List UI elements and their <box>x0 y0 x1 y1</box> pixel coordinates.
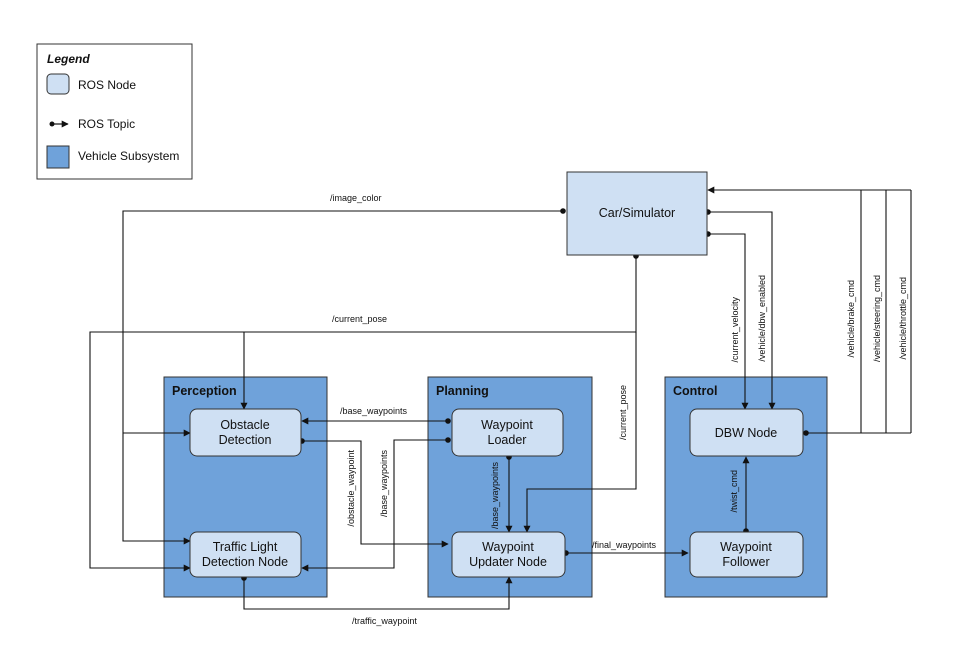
node-obstacle-detection-box <box>189 408 302 457</box>
label-steering-cmd: /vehicle/steering_cmd <box>872 275 882 362</box>
wire-traffic-waypoint <box>243 576 513 610</box>
subsystem-planning-title: Planning <box>436 384 489 398</box>
node-obstacle-detection-line2: Detection <box>219 433 272 447</box>
legend-node-swatch <box>46 73 70 95</box>
node-waypoint-loader-line1: Waypoint <box>481 418 533 432</box>
node-waypoint-updater: Waypoint Updater Node <box>451 531 566 578</box>
label-current-pose-top: /current_pose <box>332 314 387 324</box>
node-waypoint-loader-box <box>451 408 564 457</box>
legend-node-label: ROS Node <box>78 78 136 92</box>
label-base-waypoints-v2: /base_waypoints <box>490 462 500 530</box>
node-waypoint-follower-line2: Follower <box>722 555 769 569</box>
node-obstacle-detection: Obstacle Detection <box>189 408 302 457</box>
subsystem-perception-title: Perception <box>172 384 237 398</box>
node-car-simulator-label: Car/Simulator <box>599 206 675 220</box>
node-waypoint-loader: Waypoint Loader <box>451 408 564 457</box>
label-current-velocity: /current_velocity <box>730 297 740 363</box>
node-traffic-light-box <box>189 531 302 578</box>
legend-subsystem-label: Vehicle Subsystem <box>78 149 179 163</box>
node-car-simulator: Car/Simulator <box>566 171 708 256</box>
label-brake-cmd: /vehicle/brake_cmd <box>846 280 856 358</box>
label-current-pose-vertical: /current_pose <box>618 385 628 440</box>
node-waypoint-loader-line2: Loader <box>488 433 527 447</box>
wire-base-waypoints-traffic-source <box>445 437 451 443</box>
node-waypoint-follower-box <box>689 531 804 578</box>
node-waypoint-follower: Waypoint Follower <box>689 531 804 578</box>
label-twist-cmd: /twist_cmd <box>729 470 739 513</box>
legend-topic-arrow <box>49 120 69 128</box>
wire-current-pose <box>89 256 637 572</box>
label-image-color: /image_color <box>330 193 382 203</box>
node-waypoint-updater-line1: Waypoint <box>482 540 534 554</box>
label-base-waypoints-h: /base_waypoints <box>340 406 408 416</box>
topic-labels: /image_color /current_pose /base_waypoin… <box>330 193 908 626</box>
legend: Legend ROS Node ROS Topic Vehicle Subsys… <box>36 43 193 180</box>
legend-title: Legend <box>47 52 90 66</box>
wire-current-velocity <box>708 233 749 410</box>
node-car-simulator-box <box>566 171 708 256</box>
wire-base-waypoints-obstacle-source <box>445 418 451 424</box>
wire-obstacle-waypoint <box>302 440 449 548</box>
node-waypoint-follower-line1: Waypoint <box>720 540 772 554</box>
node-traffic-light-line1: Traffic Light <box>213 540 278 554</box>
node-waypoint-updater-line2: Updater Node <box>469 555 547 569</box>
node-dbw-label: DBW Node <box>715 426 778 440</box>
node-waypoint-updater-box <box>451 531 566 578</box>
wire-dbw-enabled <box>708 211 776 410</box>
wire-current-pose-updater <box>523 332 637 533</box>
topic-wires <box>89 186 912 610</box>
label-base-waypoints-v1: /base_waypoints <box>379 450 389 518</box>
node-dbw-box <box>689 408 804 457</box>
node-dbw: DBW Node <box>689 408 804 457</box>
wire-base-waypoints-traffic <box>301 439 448 572</box>
wire-image-color <box>122 210 563 545</box>
label-dbw-enabled: /vehicle/dbw_enabled <box>757 275 767 362</box>
label-traffic-waypoint: /traffic_waypoint <box>352 616 417 626</box>
node-traffic-light-line2: Detection Node <box>202 555 288 569</box>
label-final-waypoints: /final_waypoints <box>592 540 657 550</box>
legend-subsystem-swatch <box>46 145 70 169</box>
legend-topic-label: ROS Topic <box>78 117 135 131</box>
node-traffic-light-detection: Traffic Light Detection Node <box>189 531 302 578</box>
label-obstacle-waypoint: /obstacle_waypoint <box>346 450 356 527</box>
wire-image-color-source <box>560 208 566 214</box>
wire-dbw-out-source <box>803 430 809 436</box>
subsystem-control-title: Control <box>673 384 717 398</box>
label-throttle-cmd: /vehicle/throttle_cmd <box>898 277 908 360</box>
node-obstacle-detection-line1: Obstacle <box>220 418 269 432</box>
